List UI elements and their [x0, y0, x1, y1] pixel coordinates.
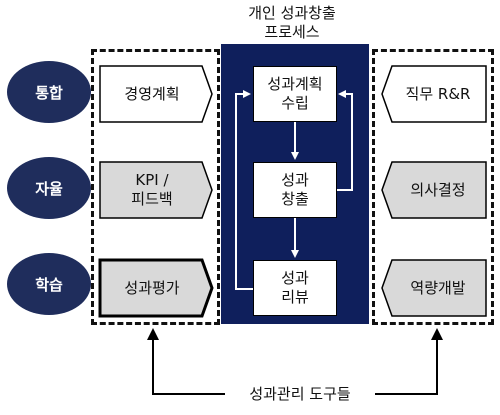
right-item-label: 역량개발	[410, 278, 466, 297]
right-shape-1	[381, 65, 487, 123]
left-shape-2	[99, 161, 213, 219]
level-oval-learning: 학습	[7, 253, 91, 315]
right-shape-2	[381, 161, 487, 219]
title-line-2: 프로세스	[264, 23, 320, 41]
left-item-label: KPI / 피드백	[131, 171, 173, 208]
process-step-plan: 성과계획 수립	[253, 66, 337, 122]
right-dashed-group	[372, 49, 494, 325]
left-shape-3	[98, 258, 214, 318]
tools-connector-line	[375, 328, 443, 395]
title-line-1: 개인 성과창출	[248, 4, 336, 22]
loop-create-to-plan	[334, 90, 353, 191]
left-item-label: 경영계획	[124, 84, 180, 103]
left-item-label: 성과평가	[124, 278, 180, 297]
diagram-title: 개인 성과창출 프로세스	[222, 4, 362, 42]
level-oval-autonomy: 자율	[7, 157, 91, 219]
left-dashed-group	[91, 49, 220, 325]
tools-connector-line	[147, 328, 225, 395]
tools-label: 성과관리 도구들	[225, 384, 375, 404]
left-shape-1	[99, 65, 213, 123]
process-step-create: 성과 창출	[253, 162, 337, 218]
right-shape-3	[381, 259, 487, 317]
right-item-label: 직무 R&R	[405, 84, 471, 103]
loop-review-to-plan	[235, 90, 253, 290]
level-oval-integration: 통합	[7, 61, 91, 123]
process-step-review: 성과 리뷰	[253, 260, 337, 316]
right-item-label: 의사결정	[410, 180, 466, 199]
